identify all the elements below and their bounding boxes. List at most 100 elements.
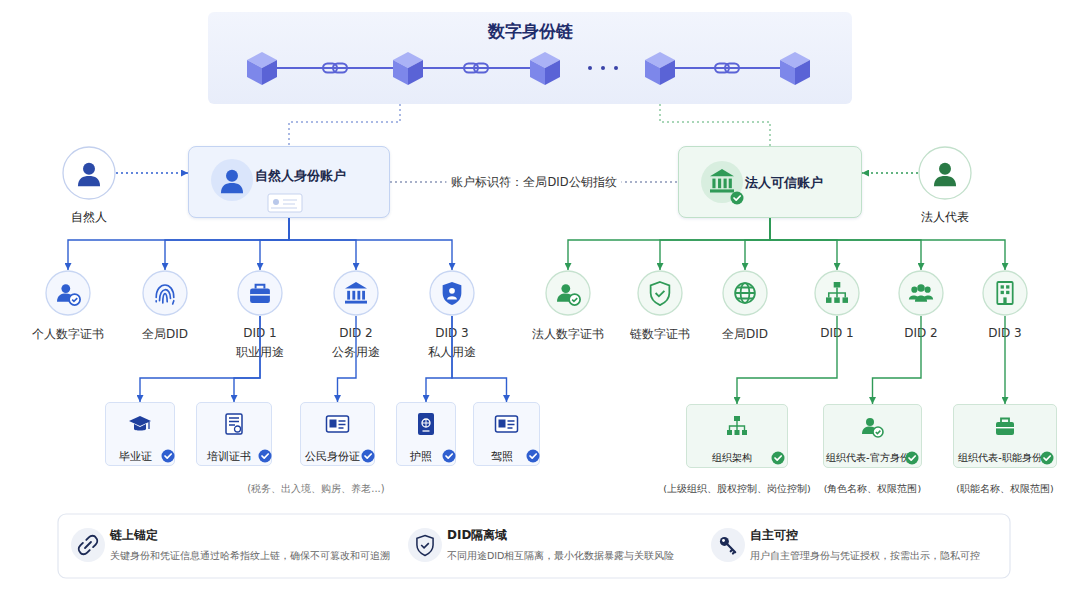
node-label: 培训证书	[199, 449, 259, 464]
org-card: 组织代表-官方身份(角色名称、权限范围)	[823, 404, 922, 468]
icon-part	[645, 52, 675, 85]
icon-part	[906, 452, 919, 465]
credential-card: 护照	[396, 402, 456, 466]
icon-part	[720, 537, 735, 554]
node-note: (上级组织、股权控制、岗位控制)	[657, 483, 817, 496]
right-icons	[557, 282, 1013, 305]
node-circle	[45, 270, 91, 316]
node-label: DID 1	[212, 326, 308, 340]
connector	[660, 218, 770, 270]
node-circle-outline	[238, 271, 282, 315]
node-circle-outline	[919, 147, 971, 199]
did-circle: DID 2	[873, 270, 969, 340]
did-circle: 全局DID	[697, 270, 793, 343]
node-note: (角色名称、权限范围)	[794, 483, 951, 496]
icon-part	[826, 282, 848, 303]
edge-label: 账户标识符：全局DID公钥指纹	[446, 175, 621, 190]
node-circle	[62, 146, 116, 200]
node-label: 法人代表	[905, 209, 985, 226]
did-circle: 个人数字证书	[20, 270, 116, 343]
node-circle	[722, 270, 768, 316]
connector	[770, 218, 837, 270]
node-note: 用户自主管理身份与凭证授权，按需出示，隐私可控	[750, 550, 1000, 563]
credential-card: 培训证书	[196, 402, 272, 466]
icon-part	[996, 419, 1014, 436]
node-label: DID 2	[873, 326, 969, 340]
card-badges	[162, 450, 540, 463]
node-circle-outline	[143, 271, 187, 315]
connector	[68, 218, 289, 270]
node-circle-outline	[899, 271, 943, 315]
node-note: 不同用途DID相互隔离，最小化数据暴露与关联风险	[447, 550, 707, 563]
node-label: 组织代表-职能身份	[956, 451, 1044, 465]
node-circle	[333, 270, 379, 316]
connector	[116, 172, 188, 174]
icon-part	[557, 284, 580, 305]
actor-circle: 自然人	[49, 146, 129, 226]
connector	[770, 218, 921, 270]
card-icons	[129, 413, 518, 435]
icon-part	[780, 52, 810, 85]
icon-part	[418, 413, 434, 435]
connector	[260, 218, 289, 270]
icon-part	[443, 450, 456, 463]
connector	[1004, 316, 1005, 404]
check-badge	[731, 192, 744, 205]
id-card-icon	[268, 194, 302, 212]
did-circle: 链数字证书	[612, 270, 708, 343]
icon-part	[408, 528, 442, 562]
connector	[338, 316, 357, 402]
node-circle-outline	[546, 271, 590, 315]
connector	[660, 104, 770, 146]
node-note: (职能名称、权限范围)	[924, 483, 1080, 496]
did-circle: 法人数字证书	[520, 270, 616, 343]
node-label: 组织代表-官方身份	[826, 451, 909, 465]
icon-part	[362, 450, 375, 463]
did-circle: DID 3私人用途	[404, 270, 500, 361]
node-circle	[429, 270, 475, 316]
icon-part	[997, 282, 1012, 304]
node-circle-outline	[815, 271, 859, 315]
node-label: 法人可信账户	[745, 174, 861, 192]
icon-part	[464, 64, 488, 73]
org-card: 组织代表-职能身份(职能名称、权限范围)	[953, 404, 1057, 468]
connector	[390, 181, 678, 183]
connector	[234, 316, 260, 402]
did-circle: DID 3	[957, 270, 1053, 340]
icon-part	[79, 536, 97, 554]
node-circle	[898, 270, 944, 316]
node-circle	[637, 270, 683, 316]
icon-part	[443, 282, 462, 305]
icon-part	[527, 450, 540, 463]
node-circle-outline	[46, 271, 90, 315]
icon-part	[327, 416, 349, 432]
node-note: 公务用途	[308, 344, 404, 361]
icon-part	[1041, 452, 1054, 465]
icon-part	[345, 282, 367, 304]
icon-part	[651, 282, 670, 305]
node-circle-outline	[430, 271, 474, 315]
node-circle	[918, 146, 972, 200]
node-label: 链数字证书	[612, 326, 708, 343]
node-label: 自然人身份账户	[255, 167, 389, 185]
node-label: 自然人	[49, 209, 129, 226]
person-icon	[78, 163, 100, 187]
icon-circle	[211, 159, 253, 201]
icon-part	[715, 64, 739, 73]
connector	[289, 104, 400, 146]
node-label: DID 2	[308, 326, 404, 340]
feature-item: 自主可控用户自主管理身份与凭证授权，按需出示，隐私可控	[710, 521, 1000, 571]
did-circle: DID 1职业用途	[212, 270, 308, 361]
person-icon	[934, 163, 956, 187]
node-label: 组织架构	[689, 451, 775, 465]
connector	[737, 316, 837, 404]
icon-part	[496, 416, 518, 432]
icon-part	[323, 64, 347, 73]
node-label: 护照	[399, 449, 443, 464]
icon-part	[727, 416, 747, 435]
node-label: 个人数字证书	[20, 326, 116, 343]
